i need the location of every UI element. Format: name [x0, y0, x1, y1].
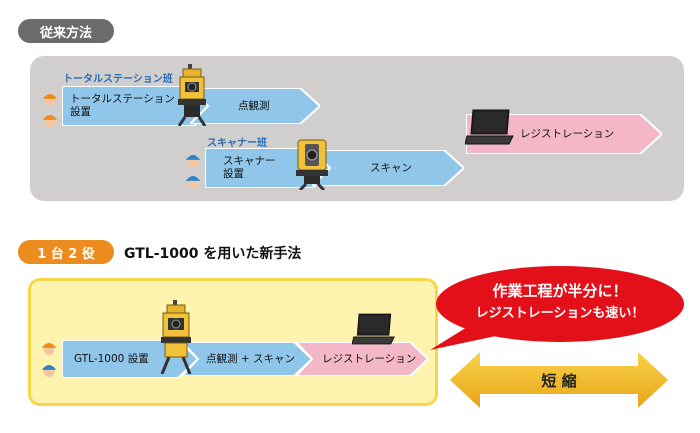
new-method-title: GTL-1000 を用いた新手法	[124, 246, 302, 262]
laptop-icon	[352, 313, 395, 345]
shorten-double-arrow	[450, 352, 668, 408]
new-registration-label: レジストレーション	[322, 352, 417, 365]
callout-line-2: レジストレーションも速い！	[475, 306, 645, 321]
laptop-icon	[465, 109, 514, 145]
gtl-setup-label: GTL-1000 設置	[74, 352, 149, 365]
registration-label: レジストレーション	[520, 127, 615, 140]
worker-blue-icon	[185, 154, 201, 168]
worker-blue-icon	[185, 175, 201, 189]
ts-setup-label-1: トータルステーション	[70, 93, 175, 105]
worker-orange-icon	[42, 114, 58, 128]
point-scan-label: 点観測 + スキャン	[206, 352, 295, 365]
scanner-team-label: スキャナー班	[207, 138, 267, 149]
ts-team-label: トータルステーション班	[63, 74, 173, 85]
point-scan-arrow: 点観測 + スキャン	[182, 342, 312, 376]
ts-setup-label-2: 設置	[70, 106, 91, 118]
total-station-icon	[177, 64, 207, 126]
worker-blue-icon	[41, 364, 57, 378]
shorten-label: 短 縮	[541, 372, 577, 390]
callout-line-1: 作業工程が半分に！	[492, 282, 628, 300]
registration-arrow: レジストレーション	[466, 114, 662, 154]
worker-orange-icon	[42, 93, 58, 107]
ts-setup-arrow: トータルステーション 設置	[62, 86, 214, 126]
scan-label: スキャン	[370, 161, 412, 174]
scanner-setup-label-1: スキャナー	[223, 155, 276, 167]
scanner-setup-label-2: 設置	[223, 168, 244, 180]
new-registration-arrow: レジストレーション	[296, 342, 428, 376]
gtl-1000-icon	[160, 300, 192, 374]
conventional-badge: 従来方法	[18, 19, 114, 43]
laser-scanner-icon	[296, 139, 328, 190]
callout-bubble	[430, 266, 684, 350]
scan-arrow: スキャン	[312, 150, 464, 186]
new-method-badge: 1 台 2 役	[18, 240, 114, 264]
point-observation-label: 点観測	[238, 99, 270, 112]
worker-orange-icon	[41, 342, 57, 356]
point-observation-arrow: 点観測	[190, 88, 320, 124]
